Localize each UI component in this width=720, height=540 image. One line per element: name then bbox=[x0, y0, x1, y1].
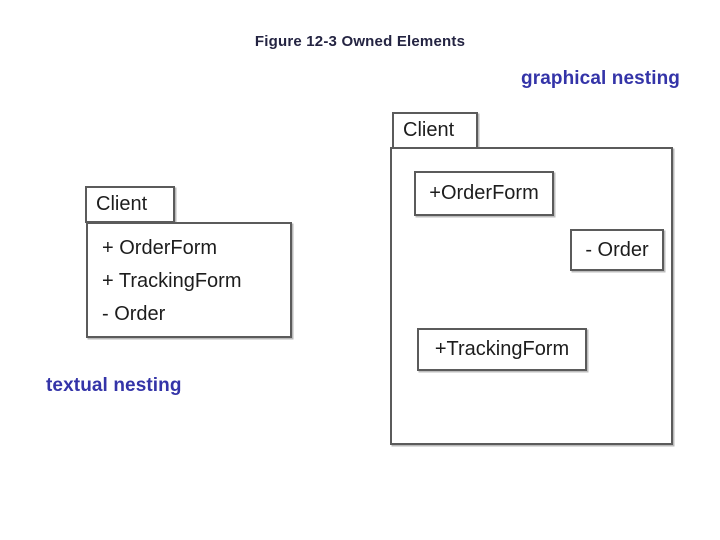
right-package-name: Client bbox=[403, 119, 455, 141]
left-package-member-list: + OrderForm + TrackingForm - Order bbox=[102, 232, 241, 331]
figure-title: Figure 12-3 Owned Elements bbox=[254, 33, 466, 50]
annotation-textual-nesting: textual nesting bbox=[46, 375, 182, 396]
list-item: + OrderForm bbox=[102, 237, 218, 259]
left-package-body: + OrderForm + TrackingForm - Order bbox=[86, 222, 292, 338]
nested-class-label: +OrderForm bbox=[429, 182, 539, 204]
right-package-tab: Client bbox=[392, 112, 478, 149]
nested-class-label: - Order bbox=[585, 238, 649, 261]
right-package-body: +OrderForm - Order +TrackingForm bbox=[390, 147, 673, 445]
list-item: + TrackingForm bbox=[102, 270, 242, 292]
nested-class-box-orderform: +OrderForm bbox=[414, 171, 554, 216]
nested-class-label: +TrackingForm bbox=[434, 338, 570, 360]
left-package-name: Client bbox=[96, 193, 148, 215]
list-item: - Order bbox=[102, 303, 166, 325]
annotation-graphical-nesting: graphical nesting bbox=[521, 68, 681, 89]
nested-class-box-order: - Order bbox=[570, 229, 664, 271]
left-package-tab: Client bbox=[85, 186, 175, 223]
nested-class-box-trackingform: +TrackingForm bbox=[417, 328, 587, 371]
